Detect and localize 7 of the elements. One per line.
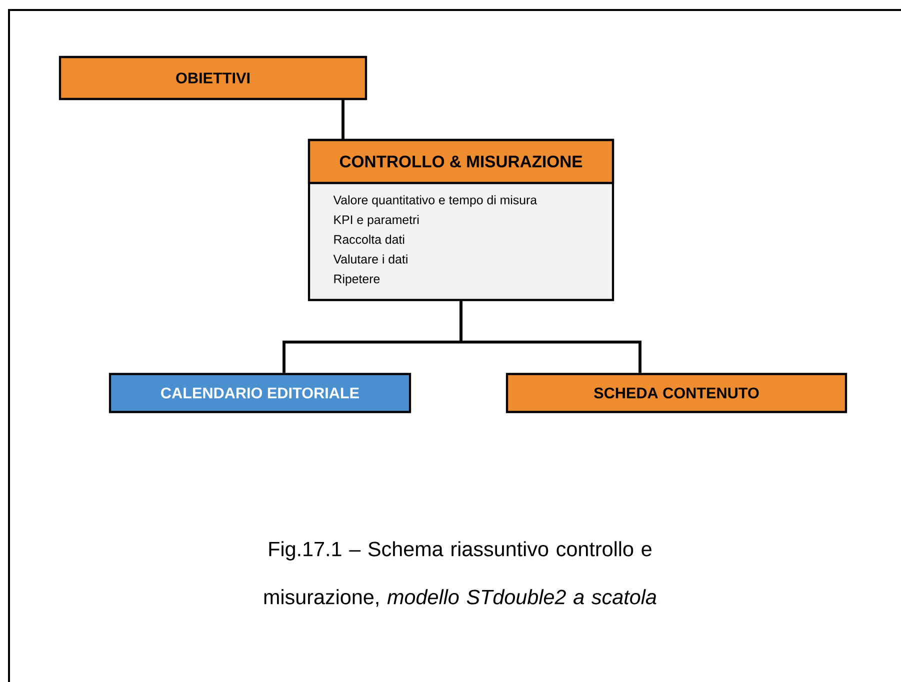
process-box: CONTROLLO & MISURAZIONE Valore quantitativo e tempo di misura KPI e parametri Raccolta dati Valutare i dati Ripetere bbox=[308, 138, 614, 302]
figure-caption: Fig.17.1 – Schema riassuntivo controllo e misurazione, modello STdouble2 a scatola bbox=[264, 541, 656, 607]
process-box: CALENDARIO EDITORIALE bbox=[108, 372, 412, 414]
process-box: SCHEDA CONTENUTO bbox=[506, 372, 848, 414]
connector-line bbox=[342, 100, 344, 139]
connector-line bbox=[460, 301, 642, 373]
process-box: OBIETTIVI bbox=[58, 56, 368, 100]
